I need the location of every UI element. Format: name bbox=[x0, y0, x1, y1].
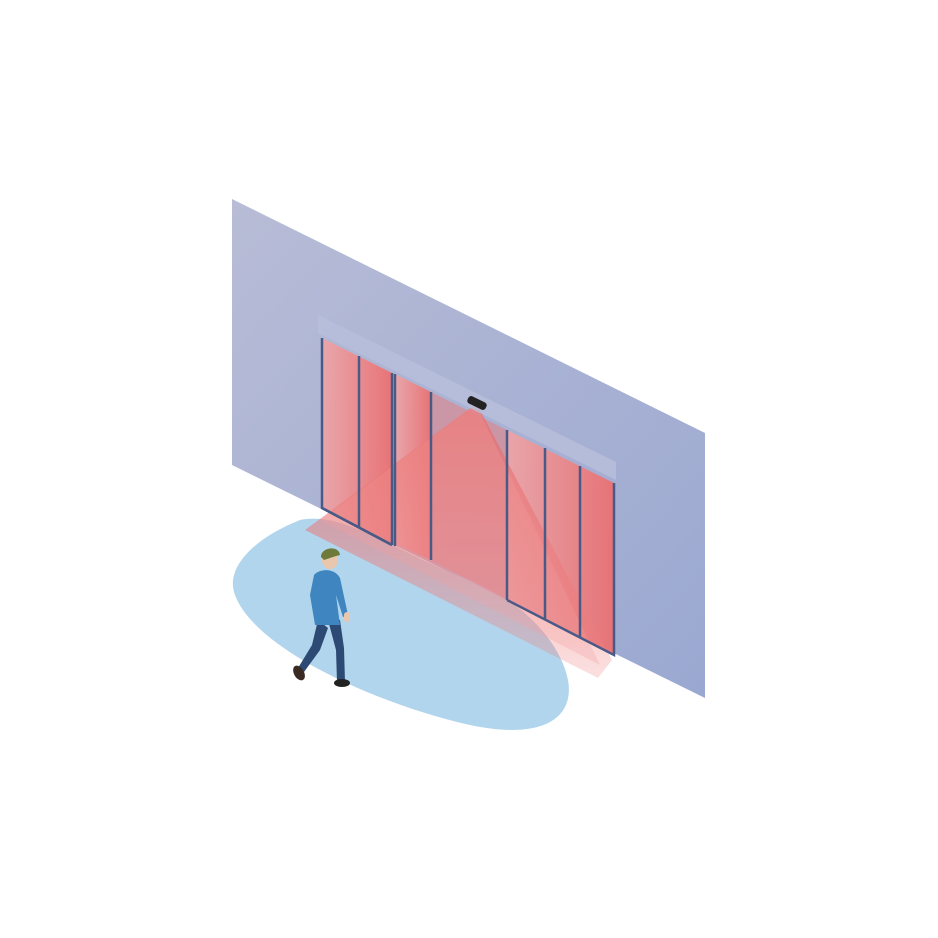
sensor-field-edge bbox=[320, 404, 600, 665]
door-header bbox=[318, 315, 616, 480]
sensor-field bbox=[305, 404, 612, 678]
person-walking-icon bbox=[293, 548, 350, 687]
floor-detection-zone bbox=[232, 518, 569, 730]
door-frame bbox=[320, 338, 616, 658]
door-sensor-icon bbox=[467, 396, 487, 410]
